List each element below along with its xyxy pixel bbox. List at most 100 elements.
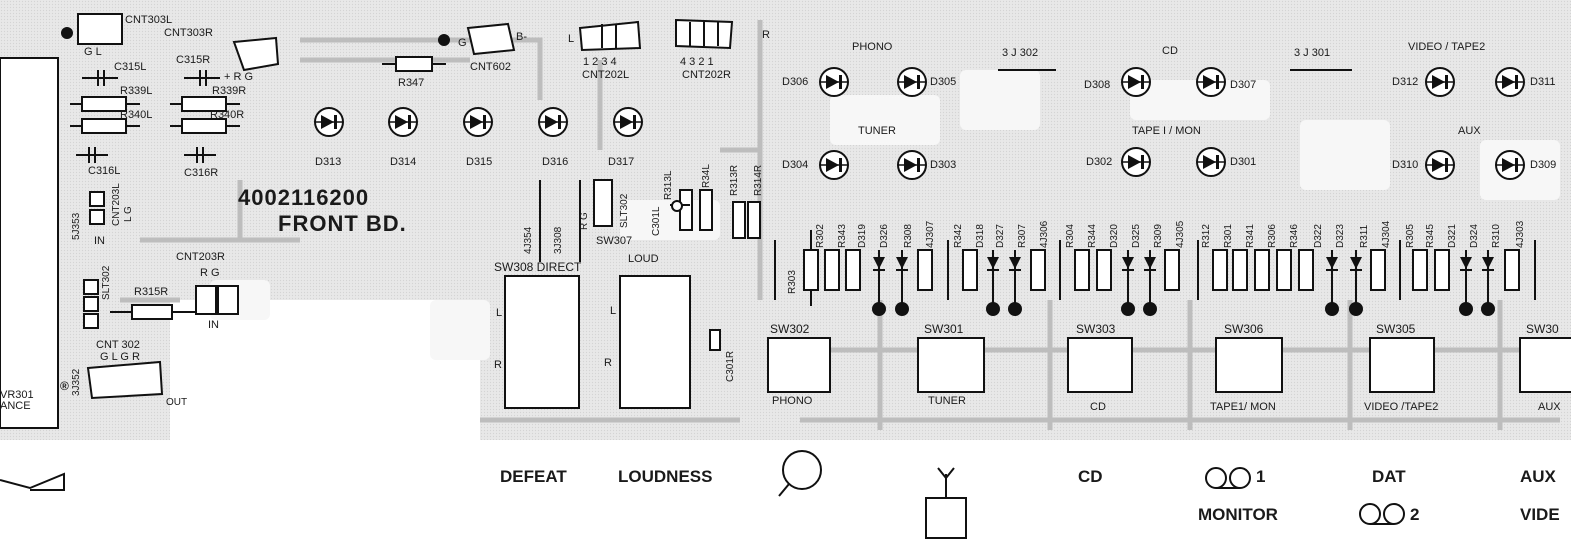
registered-mark: ® — [60, 379, 69, 393]
comp-r310: R310 — [1491, 224, 1502, 248]
l-label: L — [568, 33, 575, 45]
led-label-d305: D305 — [930, 76, 957, 88]
c316r-label: C316R — [184, 167, 219, 179]
r339r-label: R339R — [212, 85, 247, 97]
dat-label: DAT — [1372, 467, 1406, 486]
comp-r346: R346 — [1289, 224, 1300, 248]
comp-4j307: 4J307 — [925, 220, 936, 248]
comp-d324: D324 — [1469, 224, 1480, 248]
j301-label: 3 J 301 — [1294, 47, 1331, 59]
led-label-d310: D310 — [1392, 159, 1419, 171]
led-label-d312: D312 — [1392, 76, 1419, 88]
c301l-label: C301L — [651, 206, 662, 236]
r34l-label: R34L — [701, 164, 712, 188]
tape2-number: 2 — [1410, 505, 1420, 524]
tape1-number: 1 — [1256, 467, 1266, 486]
j354-label: 4J354 — [523, 226, 534, 254]
loudness-label: LOUDNESS — [618, 467, 713, 486]
comp-d325: D325 — [1131, 224, 1142, 248]
cnt202l-label: CNT202L — [582, 69, 630, 81]
led-label-d309: D309 — [1530, 159, 1557, 171]
led-label-d303: D303 — [930, 159, 957, 171]
cnt302-pins: G L G R — [100, 351, 140, 363]
comp-r343: R343 — [837, 224, 848, 248]
cnt202l-pins: 1 2 3 4 — [583, 56, 617, 68]
r340r-label: R340R — [210, 109, 245, 121]
board-name: FRONT BD. — [278, 211, 407, 236]
aux-panel-label: AUX — [1520, 467, 1556, 486]
sw308-l: L — [496, 307, 503, 319]
comp-r344: R344 — [1087, 224, 1098, 248]
cnt203r-pins: R G — [200, 267, 220, 279]
cnt303l-pins: G L — [84, 46, 102, 58]
r313l-label: R313L — [663, 170, 674, 200]
sw307-l: L — [610, 305, 617, 317]
r340l-label: R340L — [120, 109, 153, 121]
cnt203l-in: IN — [94, 235, 105, 247]
front-panel-symbols — [0, 450, 1405, 539]
comp-d327: D327 — [995, 224, 1006, 248]
led-label-d311: D311 — [1530, 76, 1556, 88]
comp-4j306: 4J306 — [1039, 220, 1050, 248]
cnt303r-label: CNT303R — [164, 27, 213, 39]
comp-r342: R342 — [953, 224, 964, 248]
led-label-d308: D308 — [1084, 79, 1111, 91]
led-label-d306: D306 — [782, 76, 809, 88]
sw307-label: SW307 — [596, 235, 633, 247]
j353-label: 5J353 — [71, 212, 82, 240]
sw30x-label: AUX — [1538, 401, 1561, 413]
led-label-d316: D316 — [542, 156, 569, 168]
comp-d326: D326 — [879, 224, 890, 248]
comp-d318: D318 — [975, 224, 986, 248]
comp-r345: R345 — [1425, 224, 1436, 248]
board-number: 4002116200 — [238, 185, 370, 210]
r347-label: R347 — [398, 77, 425, 89]
loud-label: LOUD — [628, 253, 659, 265]
c301r-label: C301R — [725, 350, 736, 382]
c316l-label: C316L — [88, 165, 121, 177]
sw308-r: R — [494, 359, 502, 371]
led-label-d304: D304 — [782, 159, 809, 171]
tuner-top-label: TUNER — [858, 125, 896, 137]
video-panel-label: VIDE — [1520, 505, 1560, 524]
led-label-d313: D313 — [315, 156, 342, 168]
led-label-d307: D307 — [1230, 79, 1257, 91]
comp-d319: D319 — [857, 224, 868, 248]
j352-label: 3J352 — [71, 368, 82, 396]
sw303-code: SW303 — [1076, 322, 1116, 336]
r313r-label: R313R — [729, 164, 740, 196]
sw306-label: TAPE1/ MON — [1210, 401, 1276, 413]
slt302b-label: SLT302 — [619, 193, 630, 228]
comp-r305: R305 — [1405, 224, 1416, 248]
cnt202r-label: CNT202R — [682, 69, 731, 81]
sw302-code: SW302 — [770, 322, 810, 336]
comp-r308: R308 — [903, 224, 914, 248]
cnt203l-label: CNT203L — [111, 183, 122, 226]
led-label-d314: D314 — [390, 156, 417, 168]
sw303-label: CD — [1090, 401, 1106, 413]
tape1-top-label: TAPE I / MON — [1132, 125, 1201, 137]
comp-r302: R302 — [815, 224, 826, 248]
comp-d322: D322 — [1313, 224, 1324, 248]
cnt303l-label: CNT303L — [125, 14, 173, 26]
cnt203r-in: IN — [208, 319, 219, 331]
c315r-label: C315R — [176, 54, 211, 66]
rg-label: R G — [579, 212, 590, 230]
comp-4j303: 4J303 — [1515, 220, 1526, 248]
video-top-label: VIDEO / TAPE2 — [1408, 41, 1486, 53]
comp-r341: R341 — [1245, 224, 1256, 248]
comp-r304: R304 — [1065, 224, 1076, 248]
j302-label: 3 J 302 — [1002, 47, 1039, 59]
sw302-label: PHONO — [772, 395, 813, 407]
plus-rg-label: + R G — [224, 71, 254, 83]
cd-panel-label: CD — [1078, 467, 1103, 486]
out-label: OUT — [166, 397, 188, 408]
comp-r301: R301 — [1223, 224, 1234, 248]
r314r-label: R314R — [753, 164, 764, 196]
ance-label: ANCE — [0, 400, 31, 412]
sw305-label: VIDEO /TAPE2 — [1364, 401, 1439, 413]
r339l-label: R339L — [120, 85, 153, 97]
sw307-r: R — [604, 357, 612, 369]
